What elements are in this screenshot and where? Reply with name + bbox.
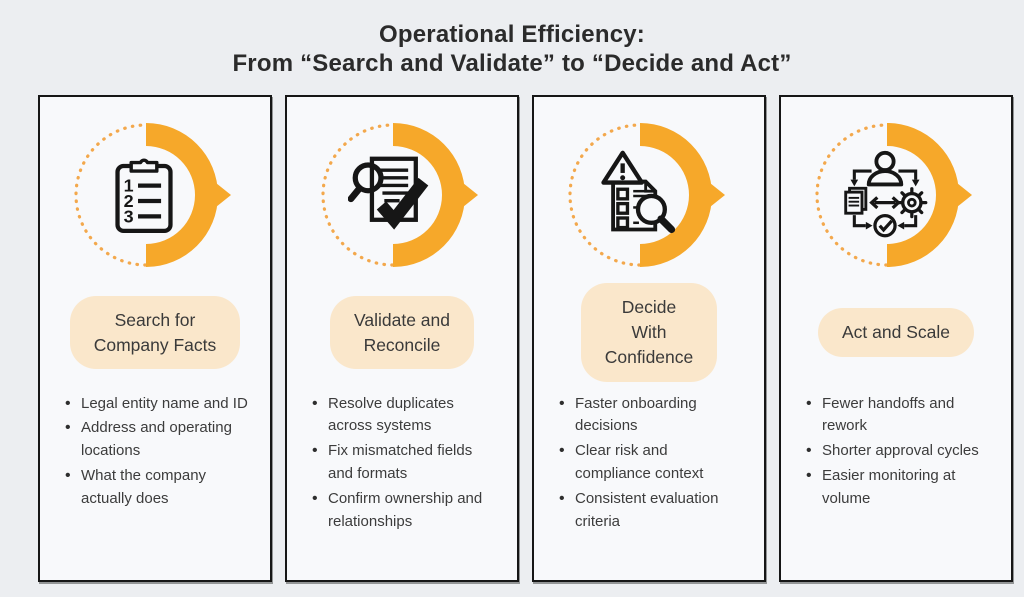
bullet-item: Easier monitoring at volume (805, 464, 991, 511)
step-arc-motif (801, 115, 991, 275)
cards-row: 1 2 3 Search for Company Facts Legal ent… (0, 94, 1024, 582)
alert-checklist-magnifier-icon (601, 150, 676, 233)
arc-ring-graphic (321, 122, 478, 267)
arc-half-ring (146, 122, 218, 267)
bullet-item: Address and operating locations (64, 416, 250, 463)
badge-area: Search for Company Facts (69, 287, 241, 379)
step-title-badge: Validate and Reconcile (329, 295, 474, 370)
arrow-tip (206, 174, 231, 215)
arrow-tip (453, 174, 478, 215)
svg-text:3: 3 (124, 206, 134, 226)
card-validate-and-reconcile: Validate and Reconcile Resolve duplicate… (285, 94, 519, 582)
bullet-list: Legal entity name and ID Address and ope… (60, 392, 250, 513)
page-title: Operational Efficiency: From “Search and… (0, 0, 1024, 79)
bullet-list: Resolve duplicates across systems Fix mi… (307, 392, 497, 536)
bullet-list: Faster onboarding decisions Clear risk a… (554, 392, 744, 536)
bullet-item: Resolve duplicates across systems (311, 392, 497, 439)
arc-half-ring (640, 122, 712, 267)
person-workflow-icon (844, 150, 928, 237)
badge-area: Validate and Reconcile (329, 287, 474, 379)
page-title-line-2: From “Search and Validate” to “Decide an… (232, 50, 792, 78)
step-title-badge: Act and Scale (818, 308, 974, 357)
bullet-item: Fix mismatched fields and formats (311, 439, 497, 486)
page-title-line-1: Operational Efficiency: (379, 21, 645, 48)
step-arc-motif (554, 115, 744, 275)
document-magnifier-check-icon (348, 156, 429, 230)
arc-ring-graphic (568, 122, 725, 267)
card-search-for-company-facts: 1 2 3 Search for Company Facts Legal ent… (38, 94, 272, 582)
bullet-item: Faster onboarding decisions (558, 392, 744, 439)
arc-ring-graphic (74, 122, 231, 267)
arc-ring-graphic (815, 122, 972, 267)
arc-half-ring (393, 122, 465, 267)
bullet-item: Consistent evaluation criteria (558, 487, 744, 534)
step-title-badge: Decide With Confidence (580, 283, 718, 382)
bullet-item: Legal entity name and ID (64, 392, 250, 416)
badge-area: Act and Scale (818, 287, 974, 379)
card-act-and-scale: Act and Scale Fewer handoffs and rework … (779, 94, 1013, 582)
step-title-badge: Search for Company Facts (69, 295, 241, 370)
step-arc-motif (307, 115, 497, 275)
bullet-item: Shorter approval cycles (805, 439, 991, 463)
step-arc-motif: 1 2 3 (60, 115, 250, 275)
clipboard-numbered-list-icon: 1 2 3 (115, 158, 173, 233)
bullet-item: Clear risk and compliance context (558, 439, 744, 486)
arrow-tip (947, 174, 972, 215)
bullet-item: Fewer handoffs and rework (805, 392, 991, 439)
bullet-item: Confirm ownership and relationships (311, 487, 497, 534)
bullet-list: Fewer handoffs and rework Shorter approv… (801, 392, 991, 513)
card-decide-with-confidence: Decide With Confidence Faster onboarding… (532, 94, 766, 582)
svg-text:1: 1 (124, 175, 134, 195)
badge-area: Decide With Confidence (580, 283, 718, 382)
bullet-item: What the company actually does (64, 464, 250, 511)
arrow-tip (700, 174, 725, 215)
arc-half-ring (887, 122, 959, 267)
svg-text:2: 2 (124, 190, 134, 210)
